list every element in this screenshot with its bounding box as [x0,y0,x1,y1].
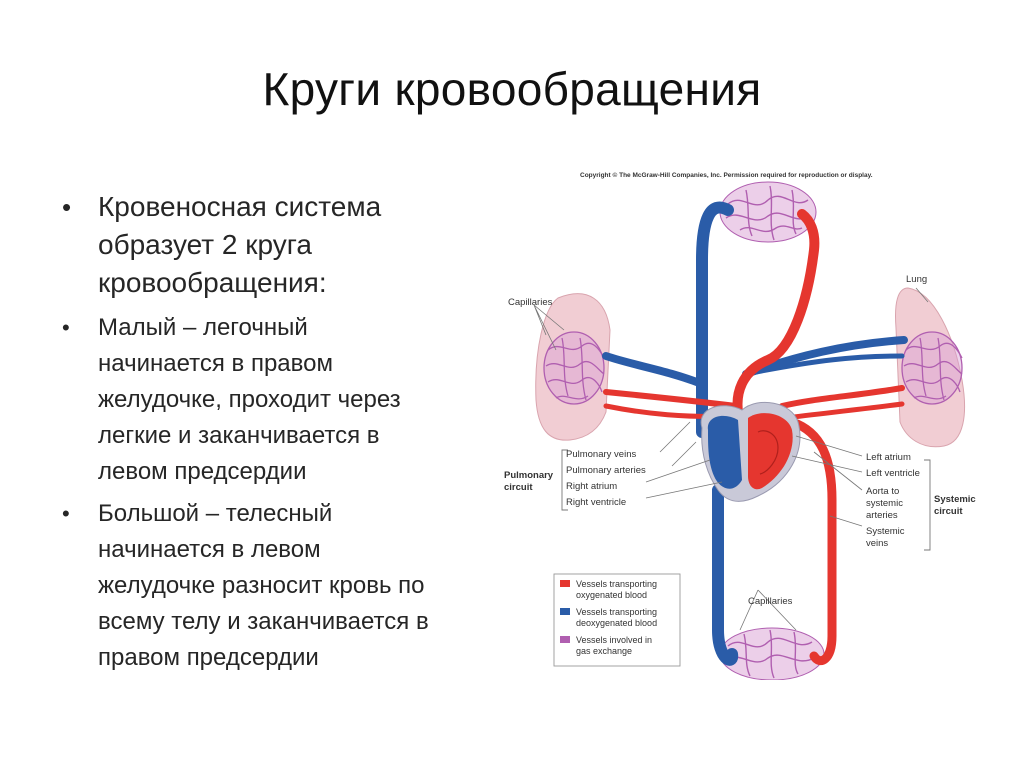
bullet-circulatory-system: • Кровеносная система образует 2 круга к… [62,188,502,302]
label-systemic-circuit-line2: circuit [934,506,963,517]
bullet-dot-icon: • [62,501,70,526]
bullet-line: образует 2 круга [98,229,312,260]
label-aorta-line3: arteries [866,510,898,521]
bullet-systemic-circuit: • Большой – телесный начинается в левом … [62,496,502,676]
bullet-line: левом предсердии [98,458,307,485]
bullet-line: Кровеносная система [98,191,382,222]
systemic-bracket [924,459,931,551]
legend-swatch-oxygenated [560,580,570,587]
legend-swatch-gas-exchange [560,636,570,643]
right-heart-chambers [707,415,742,489]
bullet-line: начинается в левом [98,536,321,563]
left-lung-capillaries [543,331,605,405]
label-systemic-veins-line1: Systemic [866,526,905,537]
legend-swatch-deoxygenated [560,608,570,615]
label-aorta-line1: Aorta to [866,486,899,497]
label-pulmonary-circuit-line2: circuit [504,482,533,493]
pulmonary-bracket [561,449,568,511]
label-lung: Lung [906,274,927,285]
legend-oxygenated-line2: oxygenated blood [576,590,647,600]
bullet-line: желудочке разносит кровь по [98,572,425,599]
label-pulmonary-circuit-line1: Pulmonary [504,470,554,481]
copyright-text: Copyright © The McGraw-Hill Companies, I… [580,171,873,179]
label-capillaries-top: Capillaries [508,297,553,308]
bullet-line: правом предсердии [98,644,319,671]
bullet-line: Большой – телесный [98,500,333,527]
legend-oxygenated-line1: Vessels transporting [576,579,657,589]
label-pulmonary-arteries: Pulmonary arteries [566,465,646,476]
label-systemic-circuit-line1: Systemic [934,494,976,505]
legend-gas-exchange-line2: gas exchange [576,646,632,656]
bullet-line: всему телу и заканчивается в [98,608,429,635]
lower-body-capillaries [719,627,825,680]
label-systemic-veins-line2: veins [866,538,888,549]
bullet-dot-icon: • [62,192,72,222]
label-right-atrium: Right atrium [566,481,617,492]
bullet-list: • Кровеносная система образует 2 круга к… [62,188,502,682]
legend-gas-exchange-line1: Vessels involved in [576,635,652,645]
legend-deoxygenated-line2: deoxygenated blood [576,618,657,628]
left-heart-chambers [748,413,793,490]
bullet-line: Малый – легочный [98,314,308,341]
label-right-ventricle: Right ventricle [566,497,626,508]
bullet-line: кровообращения: [98,267,327,298]
label-left-ventricle: Left ventricle [866,468,920,479]
bullet-pulmonary-circuit: • Малый – легочный начинается в правом ж… [62,310,502,490]
label-capillaries-bottom: Capillaries [748,596,793,607]
label-left-atrium: Left atrium [866,452,911,463]
right-lung-capillaries [901,331,963,405]
circulation-diagram: Copyright © The McGraw-Hill Companies, I… [504,171,976,680]
bullet-dot-icon: • [62,315,70,340]
deoxygenated-vessels [602,201,908,666]
heart [700,401,801,502]
label-pulmonary-veins: Pulmonary veins [566,449,636,460]
upper-body-capillaries [719,181,817,243]
bullet-line: начинается в правом [98,350,333,377]
legend-deoxygenated-line1: Vessels transporting [576,607,657,617]
bullet-line: желудочке, проходит через [98,386,401,413]
slide-title: Круги кровообращения [262,63,762,115]
label-aorta-line2: systemic [866,498,903,509]
legend: Vessels transporting oxygenated blood Ve… [553,573,681,667]
leader-lines [533,287,929,631]
bullet-line: легкие и заканчивается в [98,422,380,449]
